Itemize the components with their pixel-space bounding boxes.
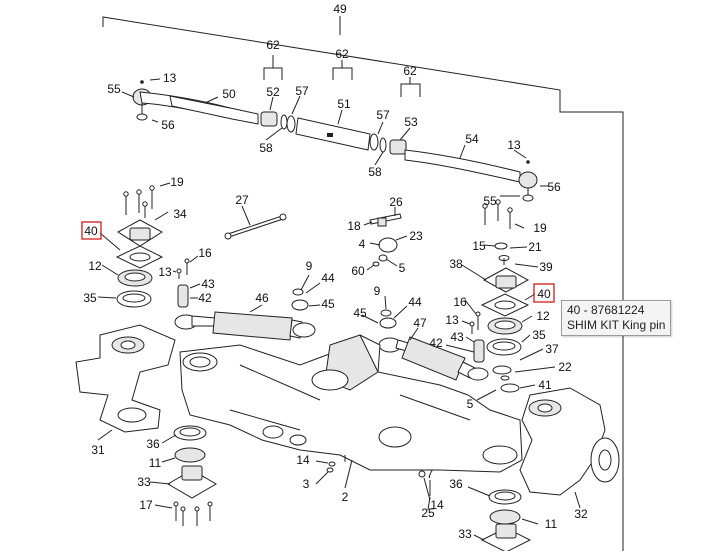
- callout-3[interactable]: 3: [303, 477, 310, 491]
- callout-57[interactable]: 57: [376, 108, 390, 122]
- callout-40[interactable]: 40: [84, 224, 98, 238]
- callout-43[interactable]: 43: [201, 277, 215, 291]
- callout-17[interactable]: 17: [139, 498, 153, 512]
- callout-14[interactable]: 14: [430, 498, 444, 512]
- callout-42[interactable]: 42: [429, 336, 443, 350]
- callout-62[interactable]: 62: [266, 38, 280, 52]
- callout-14[interactable]: 14: [296, 453, 310, 467]
- callout-27[interactable]: 27: [235, 193, 249, 207]
- callout-55[interactable]: 55: [107, 82, 121, 96]
- callout-43[interactable]: 43: [450, 330, 464, 344]
- callout-41[interactable]: 41: [538, 378, 552, 392]
- callout-53[interactable]: 53: [404, 115, 418, 129]
- callout-11[interactable]: 11: [545, 517, 558, 531]
- callout-38[interactable]: 38: [449, 257, 463, 271]
- callout-12[interactable]: 12: [536, 309, 550, 323]
- callout-13[interactable]: 13: [158, 265, 172, 279]
- callout-60[interactable]: 60: [351, 264, 365, 278]
- callout-36[interactable]: 36: [146, 437, 160, 451]
- callout-4[interactable]: 4: [359, 237, 366, 251]
- callout-56[interactable]: 56: [161, 118, 175, 132]
- callout-37[interactable]: 37: [545, 342, 559, 356]
- callout-40[interactable]: 40: [537, 287, 551, 301]
- callout-62[interactable]: 62: [403, 64, 417, 78]
- tooltip-part-number: 40 - 87681224: [567, 303, 645, 317]
- callout-54[interactable]: 54: [465, 132, 479, 146]
- callout-18[interactable]: 18: [347, 219, 361, 233]
- callout-13[interactable]: 13: [163, 71, 177, 85]
- center-small-parts: [363, 207, 408, 271]
- bottom-small-parts: [315, 455, 431, 511]
- callout-13[interactable]: 13: [507, 138, 521, 152]
- callout-45[interactable]: 45: [353, 306, 367, 320]
- lower-right-kingpin: [467, 486, 539, 553]
- callout-7[interactable]: 7: [427, 467, 434, 481]
- callout-33[interactable]: 33: [137, 475, 151, 489]
- callout-47[interactable]: 47: [413, 316, 427, 330]
- callout-39[interactable]: 39: [539, 260, 553, 274]
- callout-46[interactable]: 46: [255, 291, 269, 305]
- tie-rod-assembly: [121, 55, 548, 202]
- callout-19[interactable]: 19: [533, 221, 547, 235]
- left-kingpin-group: [97, 182, 201, 308]
- axle-housing: [179, 334, 523, 489]
- right-kingpin-group: [445, 199, 556, 401]
- steering-cylinder-left: [174, 274, 321, 341]
- callout-labels: 49 13 55 56 50 62 52 57 58 62 51 62 53 5…: [83, 2, 588, 541]
- steering-cylinder-right: [361, 295, 489, 381]
- callout-5[interactable]: 5: [467, 397, 474, 411]
- tooltip-part-description: SHIM KIT King pin: [567, 318, 666, 332]
- callout-11[interactable]: 11: [149, 456, 162, 470]
- callout-50[interactable]: 50: [222, 87, 236, 101]
- callout-49[interactable]: 49: [333, 2, 347, 16]
- callout-32[interactable]: 32: [574, 507, 588, 521]
- callout-40-left-highlight[interactable]: [81, 221, 102, 240]
- callout-33[interactable]: 33: [458, 527, 472, 541]
- left-steering-knuckle: [75, 324, 176, 441]
- callout-5[interactable]: 5: [399, 261, 406, 275]
- callout-13[interactable]: 13: [445, 313, 459, 327]
- callout-15[interactable]: 15: [472, 239, 486, 253]
- right-steering-knuckle: [519, 387, 620, 509]
- callout-58[interactable]: 58: [259, 141, 273, 155]
- callout-40-right-highlight[interactable]: [533, 283, 555, 303]
- part-tooltip: 40 - 87681224 SHIM KIT King pin: [561, 300, 671, 336]
- callout-12[interactable]: 12: [88, 259, 102, 273]
- callout-44[interactable]: 44: [321, 271, 335, 285]
- lower-left-kingpin: [149, 425, 217, 526]
- callout-9[interactable]: 9: [306, 259, 313, 273]
- callout-42[interactable]: 42: [198, 291, 212, 305]
- callout-35[interactable]: 35: [532, 328, 546, 342]
- rod-27: [224, 205, 287, 240]
- callout-34[interactable]: 34: [173, 207, 187, 221]
- callout-16[interactable]: 16: [453, 295, 467, 309]
- callout-21[interactable]: 21: [528, 240, 542, 254]
- callout-16[interactable]: 16: [198, 246, 212, 260]
- callout-2[interactable]: 2: [342, 490, 349, 504]
- callout-35[interactable]: 35: [83, 291, 97, 305]
- callout-58[interactable]: 58: [368, 165, 382, 179]
- callout-45[interactable]: 45: [321, 297, 335, 311]
- callout-57[interactable]: 57: [295, 84, 309, 98]
- callout-19[interactable]: 19: [170, 175, 184, 189]
- callout-51[interactable]: 51: [337, 97, 351, 111]
- callout-36[interactable]: 36: [449, 477, 463, 491]
- callout-62[interactable]: 62: [335, 47, 349, 61]
- callout-23[interactable]: 23: [409, 229, 423, 243]
- callout-52[interactable]: 52: [266, 85, 280, 99]
- callout-44[interactable]: 44: [408, 295, 422, 309]
- callout-31[interactable]: 31: [91, 443, 105, 457]
- callout-56[interactable]: 56: [547, 180, 561, 194]
- callout-9[interactable]: 9: [374, 284, 381, 298]
- callout-25[interactable]: 25: [421, 506, 435, 520]
- callout-26[interactable]: 26: [389, 195, 403, 209]
- callout-22[interactable]: 22: [558, 360, 572, 374]
- callout-55[interactable]: 55: [483, 194, 497, 208]
- assembly-outline: [102, 16, 624, 551]
